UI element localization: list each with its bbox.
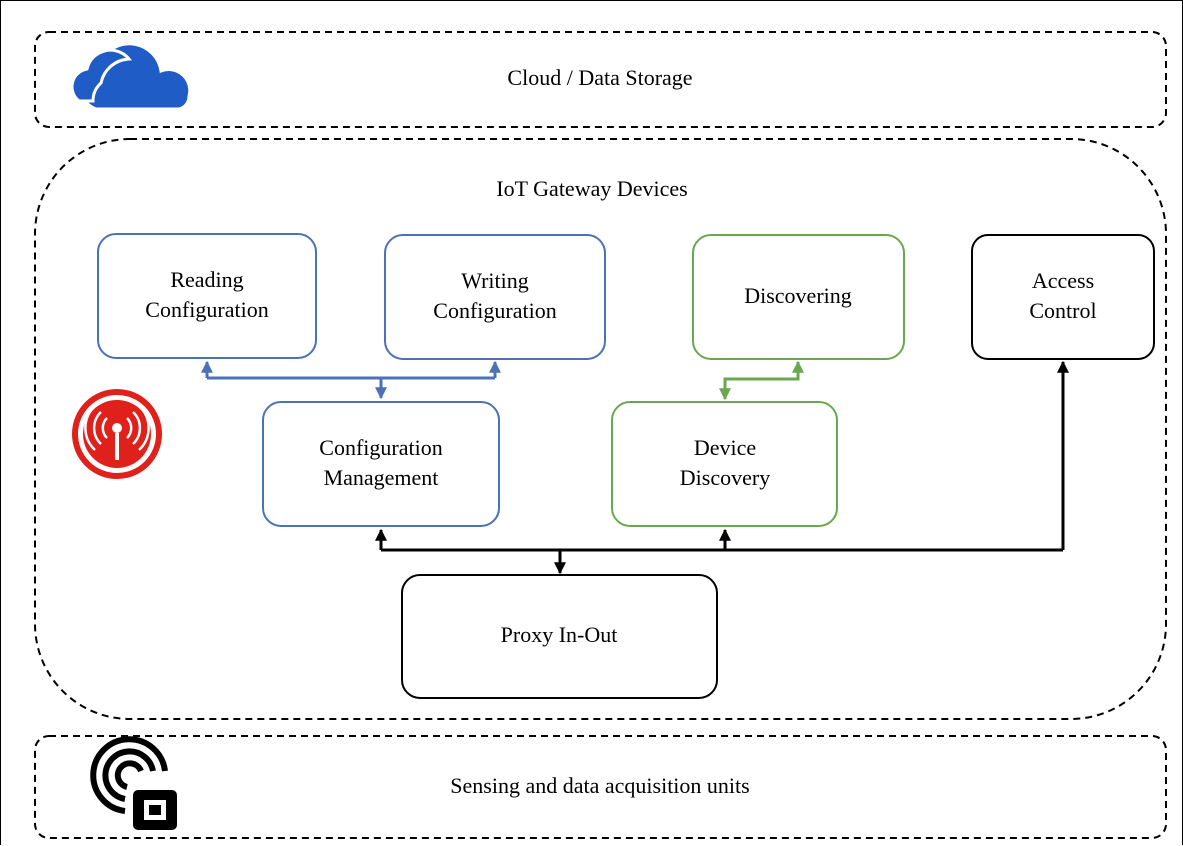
writing-line-1: Writing bbox=[461, 268, 529, 293]
access-control-box: Access Control bbox=[971, 234, 1155, 360]
proxy-label: Proxy In-Out bbox=[501, 622, 618, 647]
discovering-label: Discovering bbox=[744, 283, 852, 308]
cloud-layer: Cloud / Data Storage bbox=[34, 31, 1167, 128]
device-discovery-box: Device Discovery bbox=[611, 401, 838, 527]
cloud-layer-border bbox=[34, 31, 1167, 128]
reading-line-1: Reading bbox=[170, 267, 243, 292]
access-line-2: Control bbox=[1029, 298, 1096, 323]
sensing-layer-border bbox=[34, 735, 1167, 839]
rfid-sensor-icon bbox=[90, 736, 177, 830]
cloud-layer-label: Cloud / Data Storage bbox=[507, 65, 692, 90]
discovery-connectors bbox=[719, 360, 804, 401]
gateway-layer: IoT Gateway Devices bbox=[34, 138, 1167, 720]
gateway-layer-border bbox=[34, 138, 1167, 720]
configuration-management-box: Configuration Management bbox=[262, 401, 500, 527]
config-mgmt-line-2: Management bbox=[324, 465, 439, 490]
device-discovery-line-1: Device bbox=[694, 435, 756, 460]
sensing-layer-label: Sensing and data acquisition units bbox=[450, 773, 749, 798]
sensing-layer: Sensing and data acquisition units bbox=[34, 735, 1167, 839]
reading-configuration-box: Reading Configuration bbox=[97, 233, 317, 359]
cloud-icon bbox=[70, 42, 192, 111]
proxy-in-out-box: Proxy In-Out bbox=[401, 574, 718, 699]
reading-line-2: Configuration bbox=[145, 297, 268, 322]
proxy-connectors bbox=[375, 360, 1069, 575]
device-discovery-line-2: Discovery bbox=[680, 465, 770, 490]
gateway-layer-label: IoT Gateway Devices bbox=[496, 176, 687, 201]
config-mgmt-line-1: Configuration bbox=[319, 435, 442, 460]
wireless-tower-icon bbox=[72, 389, 162, 479]
arrow-discovering-device-discovery bbox=[719, 360, 804, 401]
discovering-box: Discovering bbox=[692, 234, 905, 360]
config-connectors bbox=[201, 360, 501, 400]
access-line-1: Access bbox=[1032, 268, 1094, 293]
writing-configuration-box: Writing Configuration bbox=[384, 234, 606, 360]
writing-line-2: Configuration bbox=[433, 298, 556, 323]
